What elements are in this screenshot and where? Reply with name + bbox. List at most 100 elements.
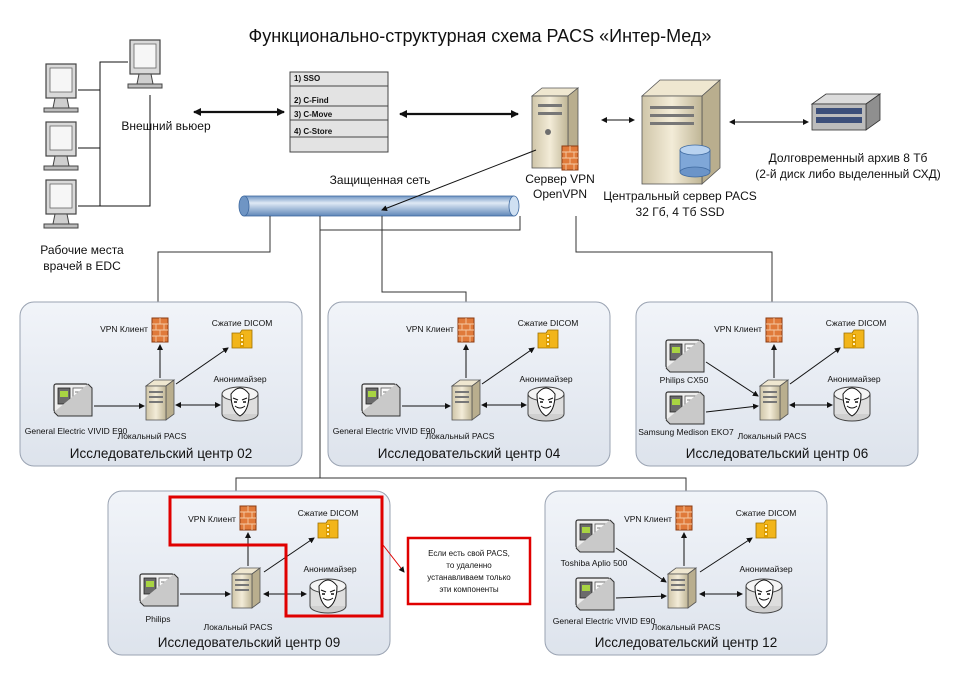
- link-center-09: [235, 216, 321, 491]
- protocol-c-find: 2) C-Find: [294, 96, 329, 105]
- workstations-label-line1: Рабочие места: [40, 243, 124, 257]
- monitor-icon: [43, 179, 79, 229]
- firewall-icon: [151, 317, 169, 343]
- note-line2: то удаленно: [446, 561, 492, 570]
- dicom-label: Сжатие DICOM: [298, 508, 359, 518]
- anonymizer-icon: [833, 386, 871, 422]
- central-server: [640, 79, 722, 185]
- anonymizer-icon: [745, 578, 783, 614]
- diagram-title: Функционально-структурная схема PACS «Ин…: [249, 26, 712, 46]
- device-label: Philips: [145, 614, 170, 624]
- ultrasound-device-icon: [575, 577, 615, 611]
- ultrasound-device-icon: [361, 383, 401, 417]
- anonymizer-label: Анонимайзер: [519, 374, 572, 384]
- server-icon: [451, 379, 481, 421]
- vpn-client-label: VPN Клиент: [406, 324, 454, 334]
- local-pacs-label: Локальный PACS: [738, 431, 807, 441]
- center-02-title: Исследовательский центр 02: [70, 446, 252, 461]
- link-aux: [320, 216, 521, 231]
- note-line4: эти компоненты: [439, 585, 499, 594]
- anonymizer-label: Анонимайзер: [303, 564, 356, 574]
- anonymizer-icon: [527, 386, 565, 422]
- dicom-label: Сжатие DICOM: [736, 508, 797, 518]
- dicom-label: Сжатие DICOM: [826, 318, 887, 328]
- link-center-04: [381, 216, 467, 302]
- center-12: VPN Клиент Сжатие DICOM Анонимайзер Tosh…: [553, 505, 797, 650]
- firewall-icon: [239, 505, 257, 531]
- anonymizer-label: Анонимайзер: [827, 374, 880, 384]
- link-center-12: [320, 477, 687, 491]
- highlight-arrow: [382, 544, 405, 573]
- anonymizer-label: Анонимайзер: [213, 374, 266, 384]
- center-09: VPN Клиент Сжатие DICOM Анонимайзер Phil…: [139, 505, 359, 650]
- dicom-folder-icon: [231, 329, 253, 349]
- vpn-client-label: VPN Клиент: [714, 324, 762, 334]
- dicom-folder-icon: [755, 519, 777, 539]
- monitor-icon: [43, 63, 79, 113]
- local-pacs-label: Локальный PACS: [426, 431, 495, 441]
- workstations: [43, 39, 163, 229]
- monitor-icon: [127, 39, 163, 89]
- server-icon: [231, 567, 261, 609]
- ultrasound-device-icon: [665, 391, 705, 425]
- vpn-server-label-line2: OpenVPN: [533, 187, 587, 201]
- device-label: General Electric VIVID E90: [553, 616, 656, 626]
- workstation-links: [78, 61, 151, 207]
- link-center-06: [575, 216, 773, 302]
- anonymizer-label: Анонимайзер: [739, 564, 792, 574]
- dicom-folder-icon: [537, 329, 559, 349]
- secure-network-label: Защищенная сеть: [330, 173, 431, 187]
- device-label: Philips CX50: [660, 375, 709, 385]
- workstations-label-line2: врачей в EDC: [43, 259, 121, 273]
- center-12-title: Исследовательский центр 12: [595, 635, 777, 650]
- note-line1: Если есть свой PACS,: [428, 549, 510, 558]
- firewall-icon: [561, 145, 579, 171]
- link-center-02: [157, 216, 271, 302]
- dicom-folder-icon: [317, 519, 339, 539]
- server-icon: [759, 379, 789, 421]
- ultrasound-device-icon: [53, 383, 93, 417]
- firewall-icon: [765, 317, 783, 343]
- device-label: General Electric VIVID E90: [25, 426, 128, 436]
- center-04: VPN Клиент Сжатие DICOM Анонимайзер Gene…: [333, 317, 579, 461]
- device-label: Toshiba Aplio 500: [561, 558, 628, 568]
- vpn-server: [530, 87, 580, 171]
- vpn-client-label: VPN Клиент: [624, 514, 672, 524]
- ultrasound-device-icon: [575, 519, 615, 553]
- note-callout: Если есть свой PACS, то удаленно устанав…: [406, 536, 532, 606]
- central-server-label-line1: Центральный сервер PACS: [603, 189, 757, 203]
- anonymizer-icon: [309, 578, 347, 614]
- firewall-icon: [457, 317, 475, 343]
- highlight-outline: [168, 495, 384, 618]
- dicom-label: Сжатие DICOM: [518, 318, 579, 328]
- device-label: Samsung Medison EKO7: [638, 427, 734, 437]
- external-viewer-label: Внешний вьюер: [121, 119, 211, 133]
- server-icon: [145, 379, 175, 421]
- ultrasound-device-icon: [139, 573, 179, 607]
- local-pacs-label: Локальный PACS: [652, 622, 721, 632]
- firewall-icon: [675, 505, 693, 531]
- central-server-label-line2: 32 Гб, 4 Тб SSD: [636, 205, 725, 219]
- dicom-label: Сжатие DICOM: [212, 318, 273, 328]
- vpn-client-label: VPN Клиент: [100, 324, 148, 334]
- center-06: VPN Клиент Сжатие DICOM Анонимайзер Phil…: [638, 317, 887, 461]
- secure-network-pipe: [238, 195, 520, 217]
- center-04-title: Исследовательский центр 04: [378, 446, 561, 461]
- protocol-stack: 1) SSO 2) C-Find 3) C-Move 4) C-Store: [289, 71, 389, 153]
- archive-label-line2: (2-й диск либо выделенный СХД): [755, 167, 941, 181]
- local-pacs-label: Локальный PACS: [118, 431, 187, 441]
- vpn-server-label-line1: Сервер VPN: [525, 172, 595, 186]
- monitor-icon: [43, 121, 79, 171]
- protocol-c-store: 4) C-Store: [294, 127, 333, 136]
- storage-array-icon: [810, 93, 882, 131]
- vpn-network-arrow: [381, 149, 537, 211]
- center-06-title: Исследовательский центр 06: [686, 446, 868, 461]
- ultrasound-device-icon: [665, 339, 705, 373]
- center-09-title: Исследовательский центр 09: [158, 635, 340, 650]
- local-pacs-label: Локальный PACS: [204, 622, 273, 632]
- vpn-client-label: VPN Клиент: [188, 514, 236, 524]
- archive-label-line1: Долговременный архив 8 Тб: [769, 151, 928, 165]
- protocol-c-move: 3) C-Move: [294, 110, 333, 119]
- server-icon: [667, 567, 697, 609]
